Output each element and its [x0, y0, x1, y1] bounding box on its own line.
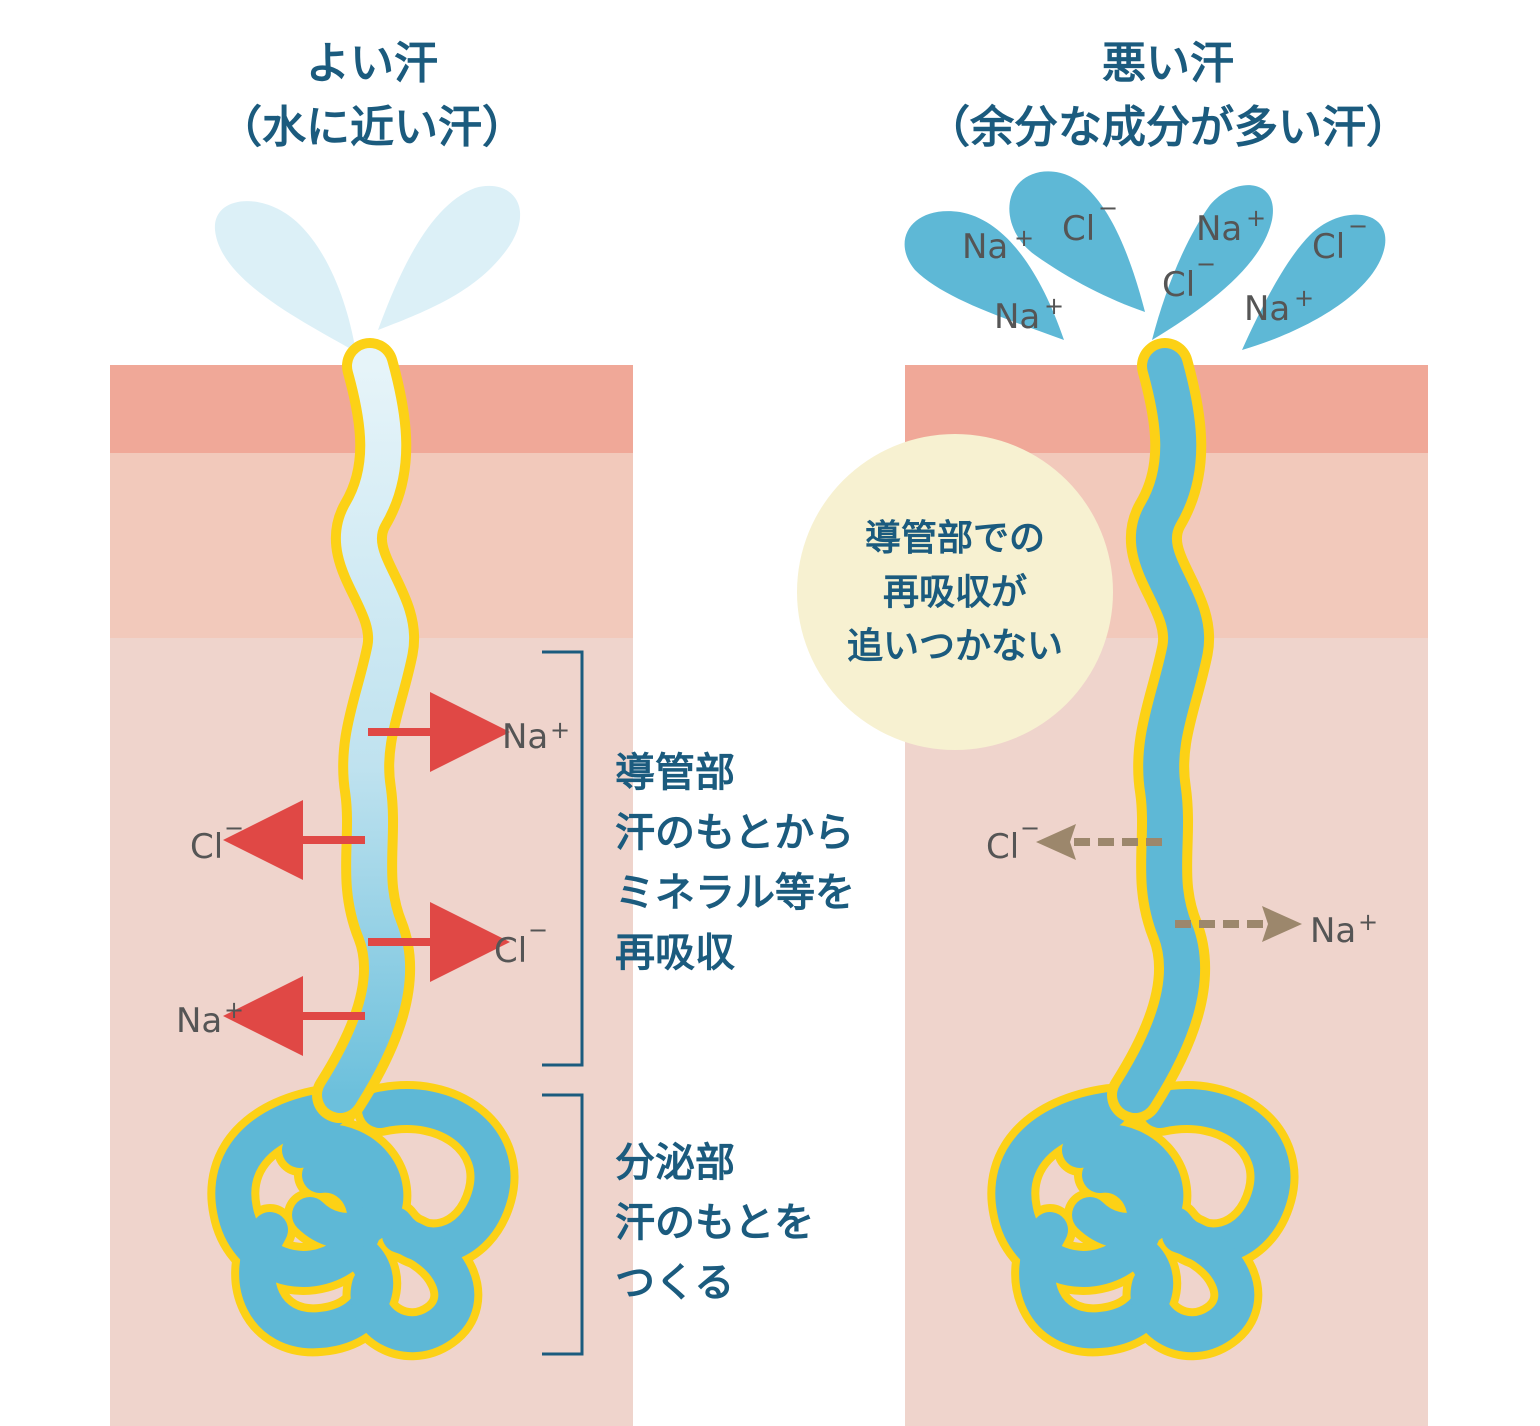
ion-charge: −	[1020, 814, 1040, 842]
ion-symbol: Cl	[494, 931, 527, 971]
secretory-line: つくる	[615, 1260, 734, 1306]
ion-symbol: Na	[1310, 911, 1356, 951]
droplet-4	[1242, 214, 1386, 350]
duct-line: 再吸収	[615, 930, 735, 976]
droplet-3	[1152, 185, 1273, 340]
sweat-duct-left	[312, 338, 420, 1123]
droplet-2	[1009, 171, 1145, 312]
bad-sweat-panel: 悪い汗 （余分な成分が多い汗） Na + Cl − Na + Cl − Cl −…	[797, 38, 1428, 1426]
weak-reabsorption-arrows	[1036, 824, 1302, 942]
ion-charge: +	[1294, 284, 1314, 312]
info-bubble	[797, 434, 1113, 750]
bubble-line: 追いつかない	[847, 626, 1063, 667]
light-droplet-right	[378, 185, 521, 330]
ion-symbol: Cl	[1062, 209, 1095, 249]
ion-symbol: Na	[176, 1001, 222, 1041]
secretory-section-bracket	[542, 1093, 584, 1356]
ion-label: Na +	[1196, 204, 1266, 249]
ion-charge: −	[224, 814, 244, 842]
droplet-1	[904, 211, 1064, 340]
good-sweat-title: よい汗	[306, 38, 438, 89]
ion-charge: +	[1014, 224, 1034, 252]
secretory-coil-left	[207, 1081, 519, 1361]
ion-charge: −	[1196, 250, 1216, 278]
secretory-section-label: 分泌部 汗のもとを つくる	[615, 1140, 814, 1306]
bad-sweat-title: 悪い汗	[1102, 38, 1234, 89]
ion-label: Na +	[962, 224, 1034, 267]
ion-charge: +	[550, 716, 570, 744]
duct-section-bracket	[542, 650, 584, 1067]
bubble-line: 再吸収が	[883, 572, 1027, 613]
ion-charge: +	[224, 996, 244, 1024]
ion-charge: +	[1246, 204, 1266, 232]
duct-line: ミネラル等を	[615, 870, 855, 916]
ion-symbol: Cl	[1312, 227, 1345, 267]
ion-charge: −	[528, 916, 548, 944]
sweat-duct-right	[1107, 338, 1215, 1123]
dashed-arrowhead-right	[1262, 906, 1302, 942]
duct-line: 汗のもとから	[615, 810, 854, 856]
duct-heading: 導管部	[615, 750, 735, 796]
ion-label: Cl −	[1162, 250, 1216, 305]
ion-label: Cl −	[1312, 212, 1368, 267]
bad-sweat-subtitle: （余分な成分が多い汗）	[926, 102, 1410, 153]
ion-symbol: Na	[1244, 289, 1290, 329]
ion-charge: +	[1358, 908, 1378, 936]
good-sweat-subtitle: （水に近い汗）	[218, 102, 526, 153]
ion-charge: +	[1044, 292, 1064, 320]
ion-label: Na +	[1244, 284, 1314, 329]
ion-symbol: Na	[994, 297, 1040, 337]
secretory-line: 汗のもとを	[615, 1200, 814, 1246]
ion-symbol: Na	[962, 227, 1008, 267]
secretory-heading: 分泌部	[615, 1140, 735, 1186]
reabsorption-arrows	[223, 692, 510, 1056]
ion-label: Na +	[502, 716, 570, 757]
dashed-arrowhead-left	[1036, 824, 1076, 860]
ion-label: Cl −	[190, 814, 244, 867]
ion-charge: −	[1098, 194, 1118, 222]
ion-label: Na +	[1310, 908, 1378, 951]
ion-label: Cl −	[494, 916, 548, 971]
light-droplet-left	[214, 201, 356, 352]
ion-symbol: Cl	[1162, 265, 1195, 305]
good-sweat-panel: よい汗 （水に近い汗）	[110, 38, 633, 1426]
ion-label: Na +	[994, 292, 1064, 337]
ion-symbol: Cl	[190, 827, 223, 867]
ion-charge: −	[1348, 212, 1368, 240]
ion-symbol: Cl	[986, 827, 1019, 867]
ion-symbol: Na	[1196, 209, 1242, 249]
ion-label: Cl −	[1062, 194, 1118, 249]
secretory-coil-right	[987, 1081, 1299, 1361]
bubble-line: 導管部での	[865, 518, 1045, 559]
ion-label: Cl −	[986, 814, 1040, 867]
ion-label: Na +	[176, 996, 244, 1041]
ion-symbol: Na	[502, 717, 548, 757]
duct-section-label: 導管部 汗のもとから ミネラル等を 再吸収	[615, 750, 855, 976]
